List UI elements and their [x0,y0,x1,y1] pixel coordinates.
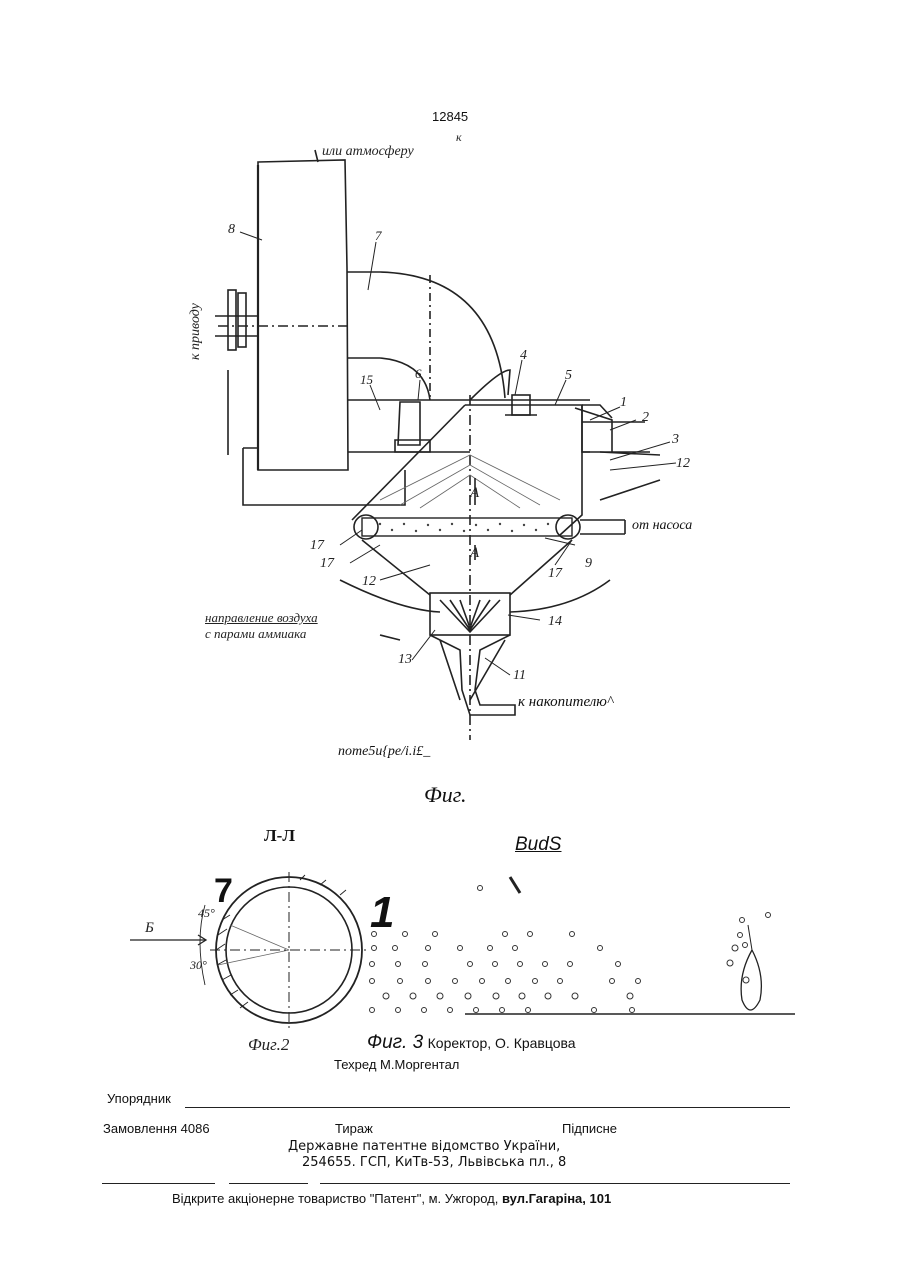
techred: Техред М.Моргентал [334,1057,459,1072]
publisher: Відкрите акціонерне товариство "Патент",… [172,1191,498,1206]
top-rule [185,1107,790,1108]
publisher-address: вул.Гагаріна, 101 [502,1191,611,1206]
uporyadnyk: Упорядник [107,1091,171,1106]
arrow-b-label: Б [145,920,154,937]
bottom-rule-2 [229,1183,308,1184]
corrector: Коректор, О. Кравцова [428,1035,576,1051]
label-7-fig2: 7 [214,872,233,911]
section-label: Л-Л [264,826,295,846]
subscription: Підписне [562,1121,617,1136]
order-number: Замовлення 4086 [103,1121,210,1136]
figure-3-caption: Фиг. 3 [367,1032,423,1053]
angle-45: 45° [198,906,215,921]
office-line-2: 254655. ГСП, КиТв-53, Львівська пл., 8 [302,1155,566,1170]
publisher-line: Відкрите акціонерне товариство "Патент",… [172,1191,611,1206]
label-1-fig3: 1 [370,888,394,938]
bottom-rule-1 [102,1183,215,1184]
buds-label: BudS [515,834,561,856]
figure-2-caption: Фиг.2 [248,1035,289,1055]
print-run: Тираж [335,1121,373,1136]
office-line-1: Державне патентне відомство України, [288,1139,560,1154]
angle-30: 30° [190,958,207,973]
bottom-rule-3 [320,1183,790,1184]
fig3-caption-row: Фиг. 3 Коректор, О. Кравцова [367,1032,576,1054]
